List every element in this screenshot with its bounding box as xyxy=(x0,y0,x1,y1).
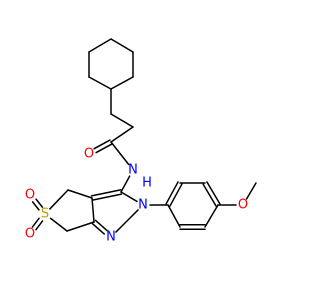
bond-ar1-ar2 xyxy=(169,183,183,207)
bond-c4-c5 xyxy=(88,76,112,90)
atom-label-amide_h: H xyxy=(142,176,152,191)
bond-s-so_top-second xyxy=(31,201,40,211)
bond-n1-c6a-second xyxy=(91,222,106,235)
bond-ch2_bot-c6a xyxy=(66,221,95,232)
bond-ch2a-ch2b xyxy=(110,113,134,128)
atom-label-so_top: O xyxy=(25,188,35,203)
bond-c6-c1 xyxy=(88,38,112,53)
bond-carbonyl_c-amide_n xyxy=(110,141,130,166)
atom-label-n2: N xyxy=(138,198,148,213)
bond-c3p-n2 xyxy=(120,191,138,203)
atom-label-so_bot: O xyxy=(25,227,35,242)
bond-ar4-ar5 xyxy=(204,204,219,228)
bond-ome_o-ome_c xyxy=(245,182,257,200)
bond-c3-c4 xyxy=(110,76,134,90)
bond-c6a-c3a xyxy=(91,197,95,223)
bond-ch2b-carbonyl_c xyxy=(110,126,134,143)
bonds-layer xyxy=(31,38,257,235)
bond-c3a-ch2_top xyxy=(67,189,93,199)
bond-amide_n-c3p xyxy=(120,175,131,193)
bond-s-ch2_bot xyxy=(49,217,68,232)
bond-carbonyl_c-carbonyl_o xyxy=(93,139,111,150)
atom-label-ome_o: O xyxy=(238,198,248,213)
bond-ar6-ar1 xyxy=(167,204,181,228)
bond-ar1-ar2-second xyxy=(165,181,179,205)
atom-label-carbonyl_o: O xyxy=(84,147,94,162)
atom-label-amide_n: N xyxy=(128,163,138,178)
bond-carbonyl_c-carbonyl_o-second xyxy=(95,143,113,154)
bond-s-so_top xyxy=(35,198,44,208)
bond-ar3-ar4 xyxy=(202,183,217,207)
atom-label-s: S xyxy=(41,207,49,222)
bond-s-so_bot-second xyxy=(35,220,44,231)
bond-n1-c6a xyxy=(94,219,108,232)
bond-n2-n1 xyxy=(115,209,139,233)
bond-c1-c2 xyxy=(110,38,134,53)
bond-c3a-c3p-second xyxy=(90,189,122,197)
bond-s-so_bot xyxy=(31,217,40,228)
bond-ar3-ar4-second xyxy=(206,181,221,205)
bond-c3a-c3p xyxy=(91,193,123,201)
bond-ch2_top-s xyxy=(49,189,69,210)
atom-label-n1: N xyxy=(106,230,116,245)
